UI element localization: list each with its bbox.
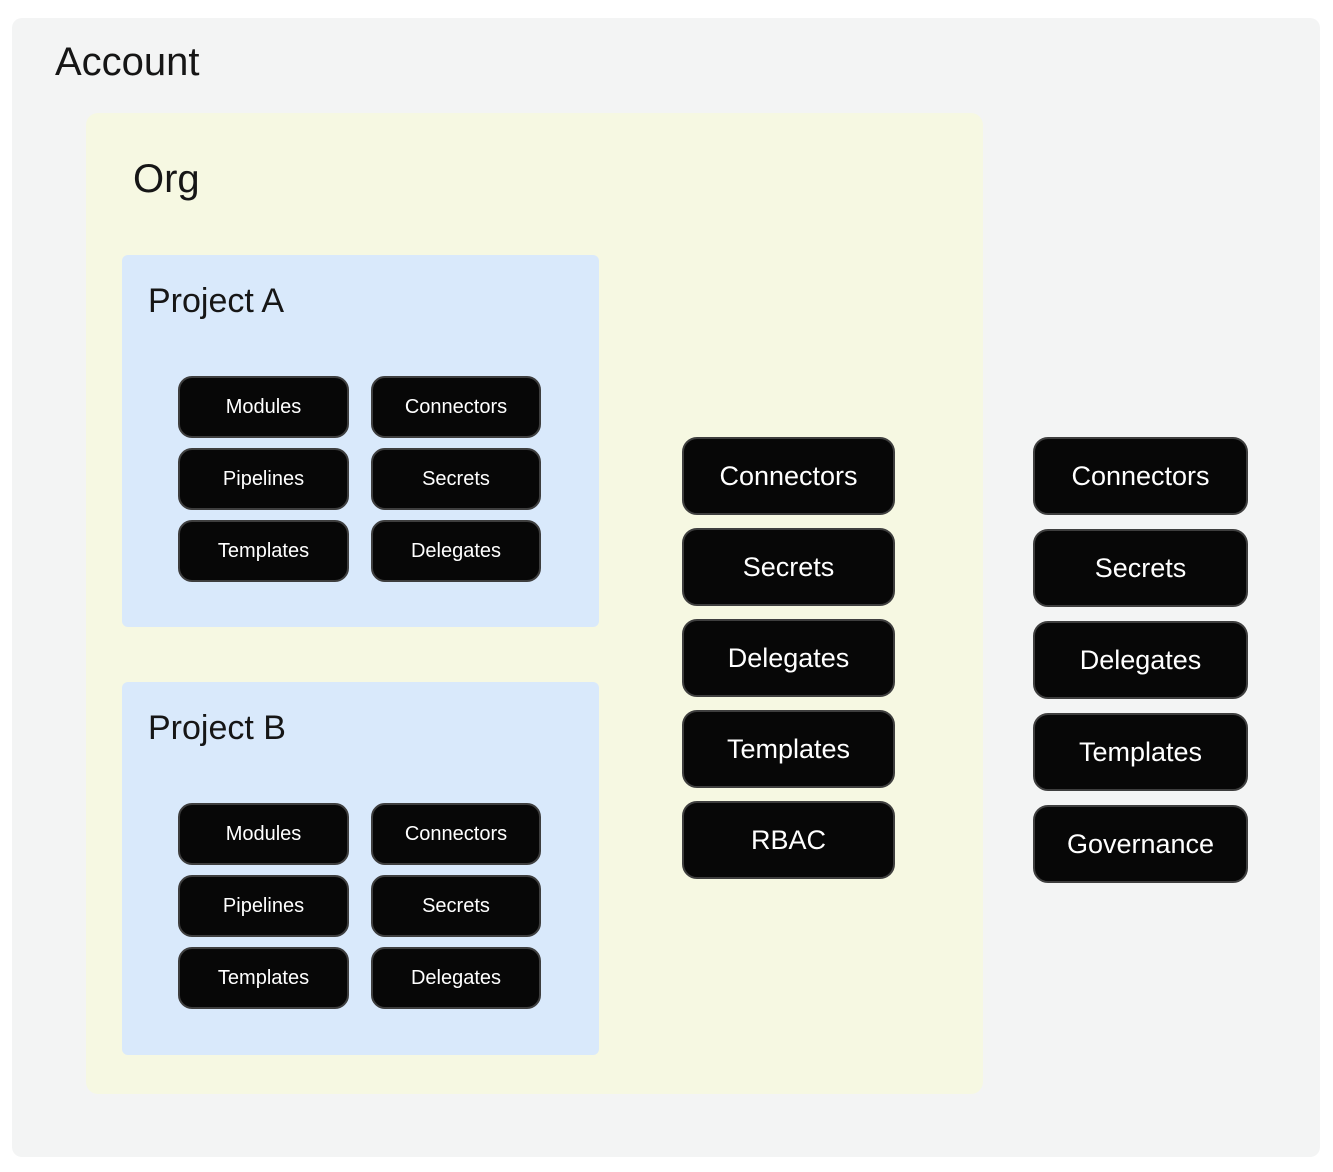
org-resource-rbac: RBAC — [682, 801, 895, 879]
account-resource-column: Connectors Secrets Delegates Templates G… — [1033, 437, 1248, 883]
org-resource-column: Connectors Secrets Delegates Templates R… — [682, 437, 895, 879]
project-b-resource-grid: Modules Connectors Pipelines Secrets Tem… — [178, 803, 541, 1009]
org-resource-connectors: Connectors — [682, 437, 895, 515]
project-a-resource-connectors: Connectors — [371, 376, 541, 438]
project-b-resource-pipelines: Pipelines — [178, 875, 349, 937]
project-b-title: Project B — [148, 709, 286, 747]
project-a-box: Project A Modules Connectors Pipelines S… — [122, 255, 599, 627]
project-a-resource-templates: Templates — [178, 520, 349, 582]
project-a-resource-secrets: Secrets — [371, 448, 541, 510]
org-resource-delegates: Delegates — [682, 619, 895, 697]
project-b-box: Project B Modules Connectors Pipelines S… — [122, 682, 599, 1055]
account-resource-connectors: Connectors — [1033, 437, 1248, 515]
project-b-resource-modules: Modules — [178, 803, 349, 865]
project-a-resource-delegates: Delegates — [371, 520, 541, 582]
account-title: Account — [55, 40, 200, 84]
account-scope-box: Account Org Project A Modules Connectors… — [12, 18, 1320, 1157]
org-resource-secrets: Secrets — [682, 528, 895, 606]
project-a-resource-modules: Modules — [178, 376, 349, 438]
org-title: Org — [133, 157, 200, 201]
account-resource-templates: Templates — [1033, 713, 1248, 791]
project-b-resource-delegates: Delegates — [371, 947, 541, 1009]
account-resource-delegates: Delegates — [1033, 621, 1248, 699]
org-scope-box: Org Project A Modules Connectors Pipelin… — [86, 113, 983, 1094]
account-resource-secrets: Secrets — [1033, 529, 1248, 607]
org-resource-templates: Templates — [682, 710, 895, 788]
account-resource-governance: Governance — [1033, 805, 1248, 883]
project-b-resource-templates: Templates — [178, 947, 349, 1009]
project-b-resource-secrets: Secrets — [371, 875, 541, 937]
project-a-title: Project A — [148, 282, 285, 320]
project-a-resource-grid: Modules Connectors Pipelines Secrets Tem… — [178, 376, 541, 582]
project-b-resource-connectors: Connectors — [371, 803, 541, 865]
project-a-resource-pipelines: Pipelines — [178, 448, 349, 510]
